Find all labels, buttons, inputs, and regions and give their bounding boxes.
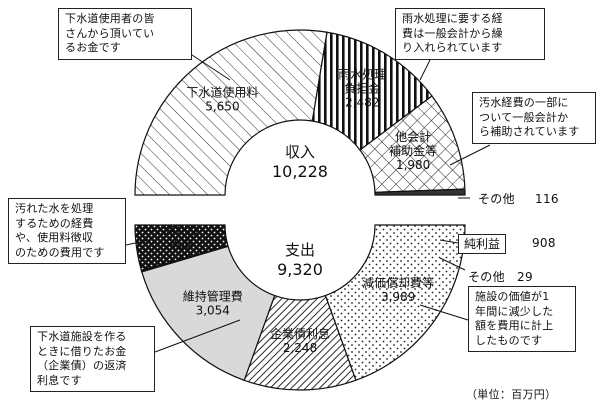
slice-expense-4 xyxy=(134,224,229,272)
slice-income-3 xyxy=(374,188,466,196)
income-other-label: その他 116 xyxy=(478,190,559,207)
profit-label: 純利益 xyxy=(458,234,507,255)
leader-subsidy xyxy=(449,144,491,166)
callout-subsidy: 汚水経費の一部に ついて一般会計か ら補助されています xyxy=(472,92,596,144)
slice-expense-2 xyxy=(141,245,276,382)
income-center-title: 収入 xyxy=(285,143,315,161)
expense-other-label: その他 29 xyxy=(468,268,533,285)
callout-interest: 下水道施設を作る ときに借りたお金 （企業債）の返済 利息です xyxy=(30,326,155,393)
leader-maintenance xyxy=(125,239,151,246)
leader-usage-fee xyxy=(191,54,231,81)
profit-name: 純利益 xyxy=(464,237,501,251)
expense-other-value: 29 xyxy=(517,270,533,284)
callout-usage-fee: 下水道使用者の皆 さんから頂いてい るお金です xyxy=(58,8,192,60)
callout-maintenance: 汚れた水を処理 するための経費 や、使用料徴収 のための費用です xyxy=(8,198,126,265)
slice-income-0 xyxy=(134,29,328,196)
slice-expense-0 xyxy=(324,224,466,382)
profit-value: 908 xyxy=(532,236,556,250)
expense-other-name: その他 xyxy=(468,270,505,284)
leader-expense-other xyxy=(439,257,466,271)
leader-depreciation xyxy=(419,304,469,321)
leader-rainwater xyxy=(419,59,431,81)
expense-center-total: 9,320 xyxy=(277,260,323,279)
callout-depreciation: 施設の価値が1 年間に減少した 額を費用に計上 したものです xyxy=(468,286,576,353)
unit-note: （単位：百万円） xyxy=(466,388,557,401)
leader-interest xyxy=(154,319,241,353)
expense-center-title: 支出 xyxy=(285,241,315,259)
income-center-total: 10,228 xyxy=(272,162,328,181)
income-other-name: その他 xyxy=(478,192,515,206)
callout-rainwater: 雨水処理に要する経 費は一般会計から繰 り入れられています xyxy=(395,8,545,60)
income-other-value: 116 xyxy=(535,192,559,206)
leader-profit xyxy=(439,239,459,244)
